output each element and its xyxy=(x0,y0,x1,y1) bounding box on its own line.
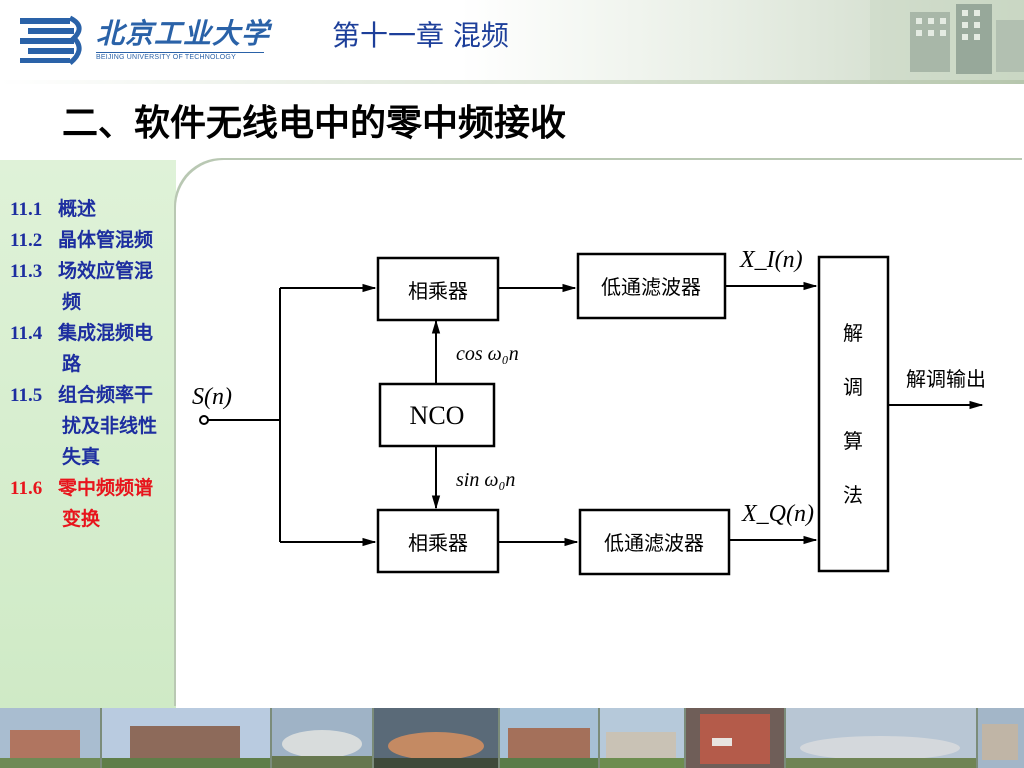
nco-block xyxy=(378,382,496,448)
xi-signal-label: X_I(n) xyxy=(739,247,803,273)
toc-item-11-1[interactable]: 11.1 概述 xyxy=(10,194,170,225)
toc-label: 零中频频谱变换 xyxy=(58,477,154,530)
slide-header: 北京工业大学 BEIJING UNIVERSITY OF TECHNOLOGY … xyxy=(0,0,1024,80)
footer-photo-2 xyxy=(102,708,270,768)
toc-item-11-6[interactable]: 11.6 零中频频谱变换 xyxy=(10,473,170,535)
lpf-top-label: 低通滤波器 xyxy=(601,275,701,299)
footer-photo-8 xyxy=(786,708,976,768)
cos-omega-label: cos ω₀n xyxy=(456,343,519,365)
section-title: 二、软件无线电中的零中频接收 xyxy=(62,103,567,144)
footer-photo-6 xyxy=(600,708,684,768)
footer-photo-5 xyxy=(500,708,598,768)
footer-photo-4 xyxy=(374,708,498,768)
multiplier-top-label: 相乘器 xyxy=(408,279,468,303)
university-name-en: BEIJING UNIVERSITY OF TECHNOLOGY xyxy=(96,52,264,61)
nco-label: NCO xyxy=(410,401,465,430)
toc-label: 概述 xyxy=(58,198,97,220)
lpf-top-block xyxy=(576,252,727,320)
campus-building-image xyxy=(870,0,1024,80)
multiplier-bottom-label: 相乘器 xyxy=(408,531,468,555)
toc-label: 场效应管混频 xyxy=(58,260,154,313)
toc-label: 集成混频电路 xyxy=(58,322,154,375)
lpf-bottom-label: 低通滤波器 xyxy=(604,531,704,555)
university-name-cn: 北京工业大学 xyxy=(96,17,271,50)
sin-omega-label: sin ω₀n xyxy=(456,469,515,491)
lpf-bottom-block xyxy=(578,508,731,576)
zero-if-block-diagram: 相乘器 相乘器 NCO 低通滤波器 低通滤波器 解 调 算 法 S(n) cos… xyxy=(192,247,986,576)
chapter-title: 第十一章 混频 xyxy=(332,19,509,52)
demod-output-label: 解调输出 xyxy=(906,367,986,391)
toc-item-11-2[interactable]: 11.2 晶体管混频 xyxy=(10,225,170,256)
toc-number: 11.2 xyxy=(10,230,43,251)
toc-item-11-5[interactable]: 11.5 组合频率干扰及非线性失真 xyxy=(10,380,170,473)
demod-char-4: 法 xyxy=(843,483,863,507)
university-logo-icon xyxy=(20,15,82,65)
demod-char-1: 解 xyxy=(843,321,863,345)
demod-algorithm-block xyxy=(817,255,890,573)
toc-label: 晶体管混频 xyxy=(58,229,154,251)
toc-number: 11.1 xyxy=(10,199,43,220)
toc-number: 11.4 xyxy=(10,323,43,344)
input-terminal xyxy=(199,415,209,425)
toc-item-11-4[interactable]: 11.4 集成混频电路 xyxy=(10,318,170,380)
footer-photo-1 xyxy=(0,708,100,768)
toc-number: 11.5 xyxy=(10,385,43,406)
toc-label: 组合频率干扰及非线性失真 xyxy=(58,384,158,468)
footer-photo-3 xyxy=(272,708,372,768)
demod-char-3: 算 xyxy=(843,429,863,453)
footer-photo-9 xyxy=(978,708,1024,768)
multiplier-bottom-block xyxy=(376,508,500,574)
multiplier-top-block xyxy=(376,256,500,322)
header-divider xyxy=(0,80,1024,84)
chapter-toc: 11.1 概述 11.2 晶体管混频 11.3 场效应管混频 11.4 集成混频电路 1… xyxy=(10,194,170,535)
footer-photo-7 xyxy=(686,708,784,768)
xq-signal-label: X_Q(n) xyxy=(741,501,814,527)
toc-number: 11.3 xyxy=(10,261,43,282)
toc-item-11-3[interactable]: 11.3 场效应管混频 xyxy=(10,256,170,318)
input-signal-label: S(n) xyxy=(192,384,232,410)
toc-number: 11.6 xyxy=(10,478,43,499)
campus-photo-strip xyxy=(0,708,1024,768)
demod-char-2: 调 xyxy=(843,375,863,399)
sidebar-panel xyxy=(0,160,176,708)
